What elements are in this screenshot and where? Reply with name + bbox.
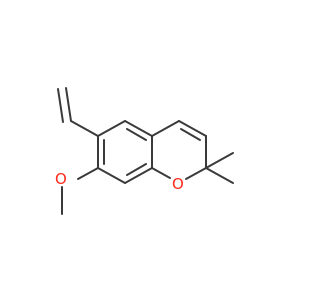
bond-c6-c5 <box>97 120 126 137</box>
molecule-structure: O O <box>55 87 234 215</box>
vinyl-double-bond-b <box>57 88 64 123</box>
methoxy-bond-ring <box>77 167 99 180</box>
ring-oxygen-label: O <box>172 175 184 193</box>
methoxy-oxygen-label: O <box>55 170 67 188</box>
benzene-ring <box>97 120 153 184</box>
bond-c8-c7 <box>97 167 126 184</box>
bond-c5-c4a <box>124 120 153 137</box>
pyran-ring <box>151 120 207 180</box>
methyl-bond-lower <box>205 167 234 184</box>
double-bond-c4-c3 <box>180 128 201 141</box>
bond-c4-c3 <box>178 120 207 137</box>
bond-o1-c8a <box>151 167 171 179</box>
bond-c4a-c4 <box>151 120 180 137</box>
aromatic-double-c8a-c8 <box>126 163 147 176</box>
vinyl-single-bond <box>70 120 99 137</box>
aromatic-double-c5-c4a <box>126 128 147 141</box>
methyl-bond-upper <box>205 152 234 169</box>
vinyl-double-bond-a <box>65 87 72 122</box>
bond-c2-o1 <box>185 167 207 180</box>
bond-c8a-c8 <box>124 167 153 184</box>
